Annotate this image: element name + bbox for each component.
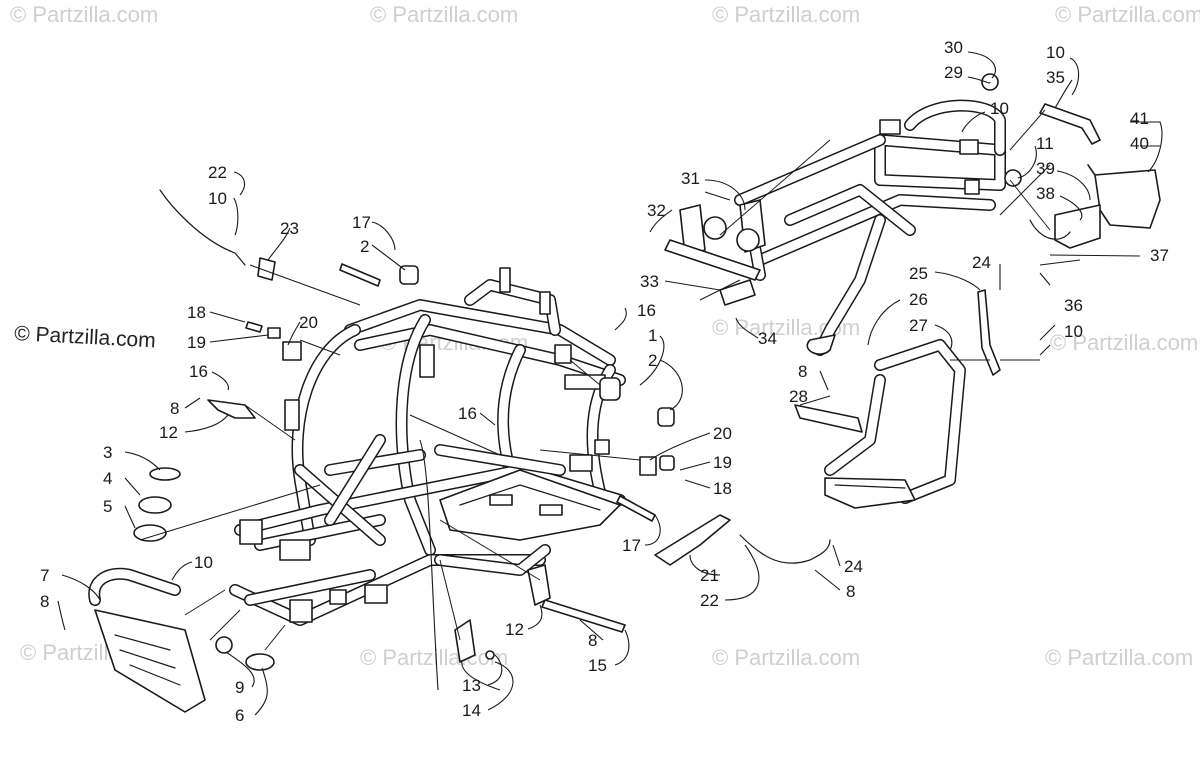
callout-8: 8: [40, 592, 49, 611]
callout-7: 7: [40, 566, 49, 585]
callout-40: 40: [1130, 134, 1149, 153]
part-bolt: [339, 263, 381, 287]
callout-36: 36: [1064, 296, 1083, 315]
part-taillight-housing: [1094, 169, 1161, 229]
callout-16: 16: [458, 404, 477, 423]
callout-11: 11: [1036, 134, 1054, 153]
callout-15: 15: [588, 656, 607, 675]
callout-2: 2: [360, 237, 369, 256]
watermark-text: © Partzilla.com: [712, 2, 860, 27]
callout-19: 19: [187, 333, 206, 352]
callout-16: 16: [637, 301, 656, 320]
watermark-text: © Partzilla.com: [10, 2, 158, 27]
callout-21: 21: [700, 566, 719, 585]
rear-subframe-illustration: [664, 99, 1006, 356]
callout-22: 22: [700, 591, 719, 610]
watermark-text: © Partzilla.com: [1045, 645, 1193, 670]
callout-17: 17: [352, 213, 371, 232]
callout-23: 23: [280, 219, 299, 238]
callout-6: 6: [235, 706, 244, 725]
callout-12: 12: [159, 423, 178, 442]
callout-10: 10: [208, 189, 227, 208]
callout-34: 34: [758, 329, 777, 348]
callout-14: 14: [462, 701, 481, 720]
part-bracket: [1039, 103, 1101, 145]
callout-30: 30: [944, 38, 963, 57]
callout-5: 5: [103, 497, 112, 516]
part-clip: [257, 257, 276, 281]
callout-12: 12: [505, 620, 524, 639]
part-front-bumper: [88, 567, 206, 713]
callout-2: 2: [648, 351, 657, 370]
callout-27: 27: [909, 316, 928, 335]
callout-10: 10: [990, 99, 1009, 118]
callout-8: 8: [588, 631, 597, 650]
callout-labels: 30 29 10 35 10 11 41 40 39 38 37 31 32 3…: [40, 38, 1169, 725]
callout-1: 1: [648, 326, 657, 345]
part-snap-ring: [149, 467, 181, 481]
callout-33: 33: [640, 272, 659, 291]
main-frame-illustration: [229, 267, 626, 626]
watermark-text: © Partzilla.com: [712, 645, 860, 670]
part-seal: [133, 524, 167, 542]
callout-39: 39: [1036, 159, 1055, 178]
callout-35: 35: [1046, 68, 1065, 87]
callout-10: 10: [1064, 322, 1083, 341]
callout-9: 9: [235, 678, 244, 697]
callout-3: 3: [103, 443, 112, 462]
leader-lines: [57, 51, 1163, 716]
callout-8: 8: [846, 582, 855, 601]
brand-watermark: © Partzilla.com: [14, 322, 157, 352]
callout-10: 10: [1046, 43, 1065, 62]
callout-37: 37: [1150, 246, 1169, 265]
callout-20: 20: [299, 313, 318, 332]
callout-16: 16: [189, 362, 208, 381]
watermark-text: © Partzilla.com: [360, 645, 508, 670]
callout-29: 29: [944, 63, 963, 82]
callout-24: 24: [844, 557, 863, 576]
callout-32: 32: [647, 201, 666, 220]
watermark-text: © Partzilla.com: [1055, 2, 1200, 27]
callout-19: 19: [713, 453, 732, 472]
callout-13: 13: [462, 676, 481, 695]
part-bearing: [138, 496, 172, 514]
callout-38: 38: [1036, 184, 1055, 203]
watermark-text: © Partzilla.com: [1050, 330, 1198, 355]
assembly-guide-lines: [139, 109, 1081, 651]
part-cable: [159, 189, 246, 266]
part-lamp: [1054, 204, 1101, 249]
callout-18: 18: [713, 479, 732, 498]
callout-31: 31: [681, 169, 700, 188]
part-footrest: [794, 289, 1001, 509]
part-grommet: [1004, 169, 1022, 187]
callout-10: 10: [194, 553, 213, 572]
callout-26: 26: [909, 290, 928, 309]
part-bracket: [207, 399, 256, 419]
part-long-bolt: [541, 599, 626, 633]
part-bushing: [399, 265, 419, 285]
callout-20: 20: [713, 424, 732, 443]
callout-24: 24: [972, 253, 991, 272]
callout-8: 8: [170, 399, 179, 418]
callout-22: 22: [208, 163, 227, 182]
callout-25: 25: [909, 264, 928, 283]
callout-8: 8: [798, 362, 807, 381]
callout-17: 17: [622, 536, 641, 555]
watermark-text: © Partzilla.com: [370, 2, 518, 27]
callout-28: 28: [789, 387, 808, 406]
callout-41: 41: [1130, 109, 1149, 128]
callout-18: 18: [187, 303, 206, 322]
callout-4: 4: [103, 469, 112, 488]
